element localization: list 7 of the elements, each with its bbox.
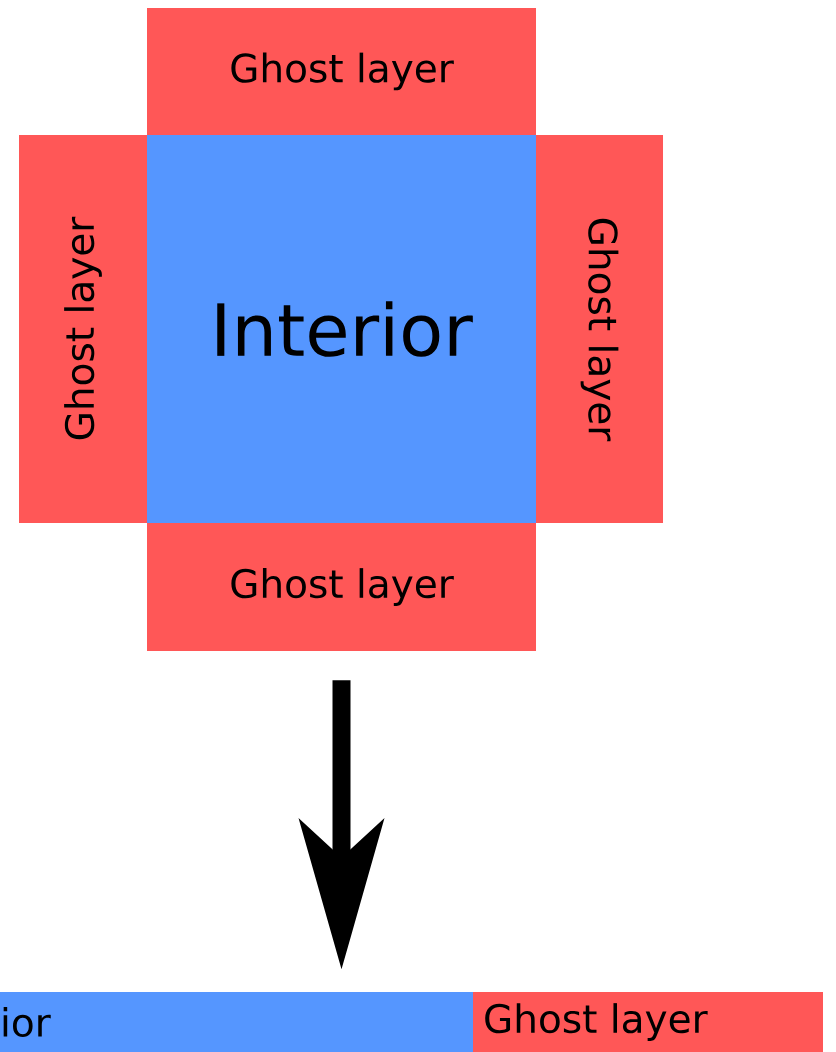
ghost-layer-bar: Ghost layer	[473, 992, 823, 1052]
ghost-layer-box: Ghost layer	[147, 8, 536, 135]
ghost-layer-box: Ghost layer	[19, 135, 147, 523]
ghost-layer-box: Ghost layer	[147, 523, 536, 651]
interior-box: Interior	[147, 135, 536, 523]
ghost-layer-box: Ghost layer	[536, 135, 663, 523]
interior-bar: ior	[0, 992, 473, 1052]
